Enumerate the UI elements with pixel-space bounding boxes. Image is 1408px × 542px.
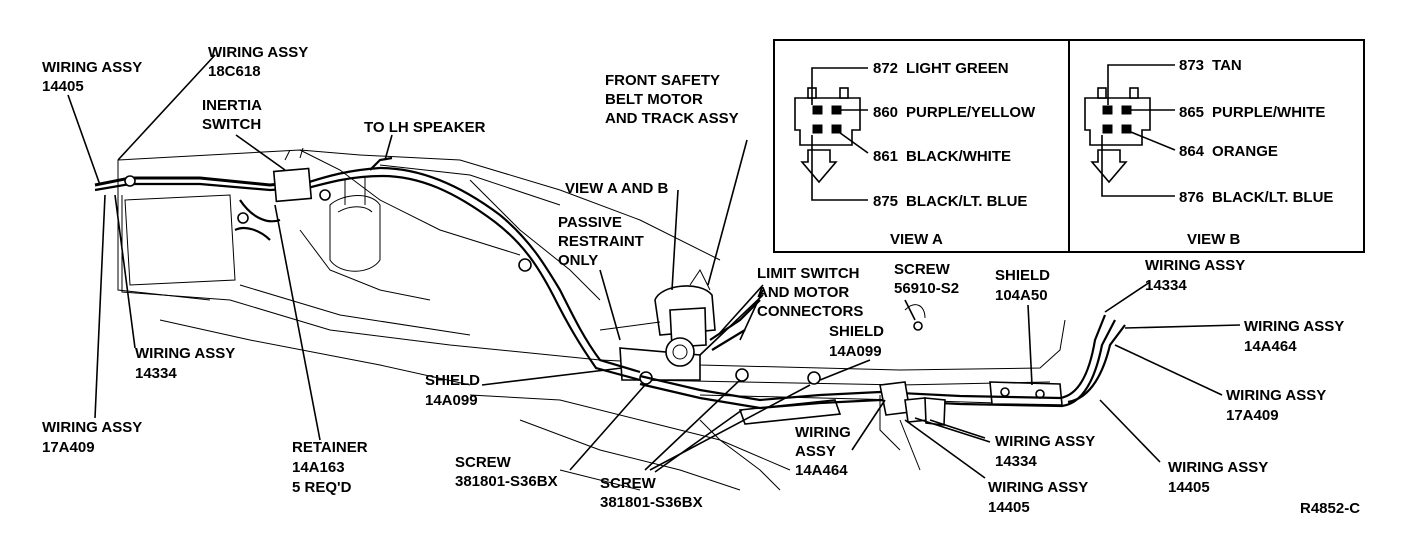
label-wiring-assy-17a409-right: WIRING ASSY 17A409 [1226, 387, 1330, 424]
label-screw-381801-mid: SCREW 381801-S36BX [600, 475, 703, 511]
connector-view-b [1084, 64, 1176, 197]
label-wiring-assy-14a464-mid: WIRING ASSY 14A464 [795, 424, 855, 479]
label-to-lh-speaker: TO LH SPEAKER [364, 119, 486, 136]
leader-lines [67, 54, 1241, 479]
label-wiring-assy-14334-mid: WIRING ASSY 14334 [995, 433, 1099, 470]
label-limit-switch-connectors: LIMIT SWITCH AND MOTOR CONNECTORS [757, 265, 864, 320]
label-wiring-assy-14405-top: WIRING ASSY 14405 [42, 59, 146, 95]
label-wiring-assy-18c618: WIRING ASSY 18C618 [208, 44, 312, 80]
vehicle-line-art [117, 149, 1066, 491]
label-retainer: RETAINER 14A163 5 REQ'D [292, 439, 372, 496]
label-wiring-assy-14405-mid: WIRING ASSY 14405 [988, 479, 1092, 516]
label-shield-14a099-left: SHIELD 14A099 [425, 372, 484, 409]
label-shield-14a099-mid: SHIELD 14A099 [829, 323, 888, 360]
view-a-title: VIEW A [890, 231, 943, 248]
view-b-title: VIEW B [1187, 231, 1241, 248]
label-wiring-assy-14334-right: WIRING ASSY 14334 [1145, 257, 1249, 294]
connector-views-box [773, 39, 1365, 253]
label-inertia-switch: INERTIA SWITCH [202, 97, 266, 133]
label-passive-restraint: PASSIVE RESTRAINT ONLY [558, 214, 648, 269]
label-wiring-assy-14334-left: WIRING ASSY 14334 [135, 345, 239, 382]
label-screw-381801-left: SCREW 381801-S36BX [455, 454, 558, 490]
label-wiring-assy-14a464-right: WIRING ASSY 14A464 [1244, 318, 1348, 355]
label-screw-56910: SCREW 56910-S2 [894, 261, 959, 297]
figure-id: R4852-C [1300, 500, 1360, 517]
label-wiring-assy-14405-right: WIRING ASSY 14405 [1168, 459, 1272, 496]
label-shield-104a50: SHIELD 104A50 [995, 267, 1054, 304]
label-view-a-and-b: VIEW A AND B [565, 180, 668, 197]
label-wiring-assy-17a409-left: WIRING ASSY 17A409 [42, 419, 146, 456]
wiring-harness [94, 147, 1126, 426]
label-front-safety-belt-motor: FRONT SAFETY BELT MOTOR AND TRACK ASSY [605, 72, 739, 127]
connector-view-a [794, 67, 869, 201]
